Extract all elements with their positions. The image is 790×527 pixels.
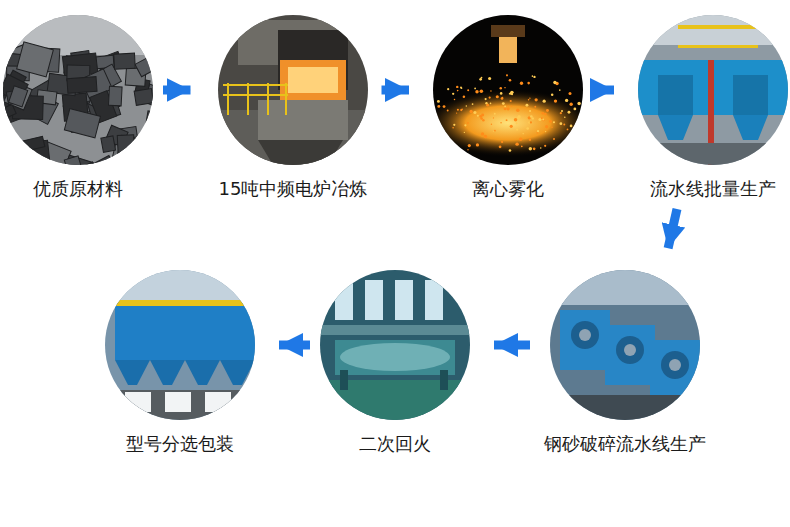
photo-circle [218,15,368,165]
process-step: 优质原材料 [3,15,153,201]
step-label: 钢砂破碎流水线生产 [540,432,710,456]
step-label: 二次回火 [320,432,470,456]
process-step: 二次回火 [320,270,470,456]
step-label: 优质原材料 [3,177,153,201]
process-step: 流水线批量生产 [638,15,788,201]
process-step: 钢砂破碎流水线生产 [540,270,710,456]
flow-arrow [163,86,191,95]
step-label: 流水线批量生产 [638,177,788,201]
photo-circle [3,15,153,165]
photo-circle [638,15,788,165]
flow-arrow [494,341,530,350]
process-step: 15吨中频电炉冶炼 [215,15,372,201]
step-label: 离心雾化 [433,177,583,201]
step-label: 15吨中频电炉冶炼 [215,177,372,201]
photo-circle [105,270,255,420]
photo-circle [433,15,583,165]
flow-arrow [279,341,310,350]
photo-circle [320,270,470,420]
process-step: 离心雾化 [433,15,583,201]
process-step: 型号分选包装 [105,270,255,456]
step-label: 型号分选包装 [105,432,255,456]
flow-arrow [593,86,614,95]
flow-arrow [382,86,410,95]
flow-arrow [668,209,677,248]
photo-circle [550,270,700,420]
